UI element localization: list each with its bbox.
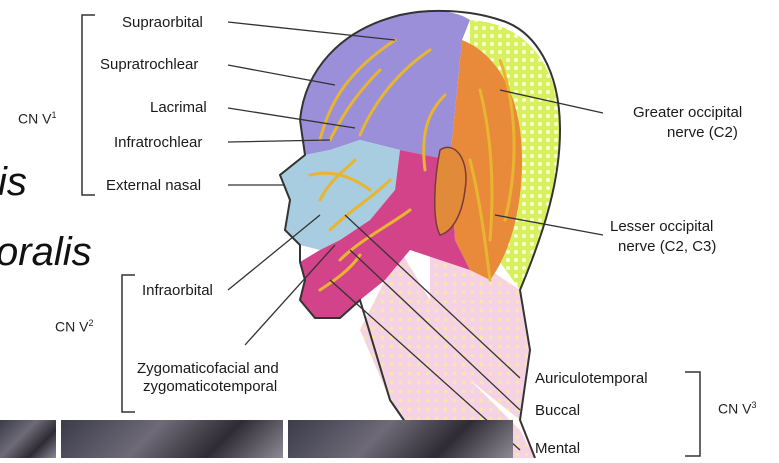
label-mental: Mental [535, 440, 580, 457]
label-greater-occipital-line1: Greater occipital [633, 104, 742, 121]
label-auriculotemporal: Auriculotemporal [535, 370, 648, 387]
label-greater-occipital-line2: nerve (C2) [667, 124, 738, 141]
left-text-fragment-2: oralis [0, 230, 92, 275]
cn-v2-group-label: CN V2 [55, 318, 93, 335]
label-supraorbital: Supraorbital [122, 14, 203, 31]
label-lacrimal: Lacrimal [150, 99, 207, 116]
label-zygomatic-line1: Zygomaticofacial and [137, 360, 279, 377]
label-buccal: Buccal [535, 402, 580, 419]
photo-thumbnail-2 [61, 420, 283, 458]
label-external-nasal: External nasal [106, 177, 201, 194]
label-lesser-occipital-line2: nerve (C2, C3) [618, 238, 716, 255]
label-zygomatic-line2: zygomaticotemporal [143, 378, 277, 395]
label-supratrochlear: Supratrochlear [100, 56, 198, 73]
photo-thumbnail-3 [288, 420, 513, 458]
photo-thumbnail-1 [0, 420, 56, 458]
label-infratrochlear: Infratrochlear [114, 134, 202, 151]
left-text-fragment-1: is [0, 160, 27, 205]
cn-v3-group-label: CN V3 [718, 400, 756, 417]
cn-v1-region [300, 11, 470, 160]
label-lesser-occipital-line1: Lesser occipital [610, 218, 713, 235]
cn-v1-group-label: CN V1 [18, 110, 56, 127]
label-infraorbital: Infraorbital [142, 282, 213, 299]
